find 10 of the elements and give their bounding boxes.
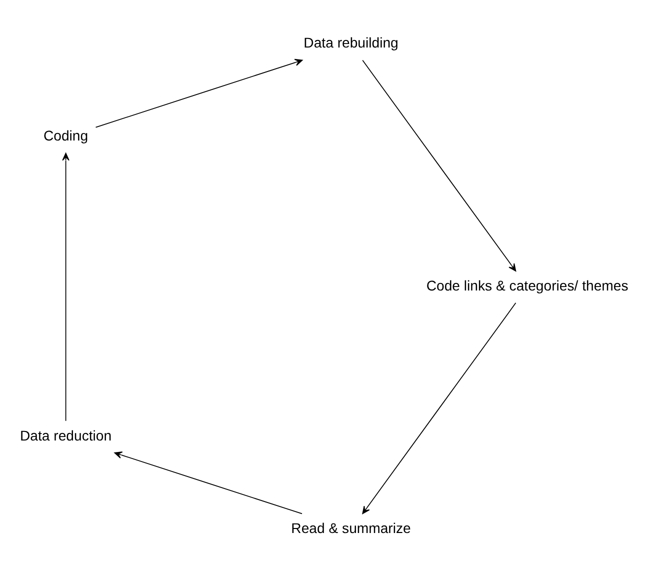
node-text: Read & summarize [291, 519, 411, 536]
node-text: Code links & categories/ themes [426, 276, 628, 293]
arrow [114, 451, 302, 514]
node-text: Data reduction [20, 426, 112, 443]
arrow [62, 152, 70, 421]
node-text: Data rebuilding [304, 34, 398, 50]
node-text: Coding [43, 126, 88, 143]
arrow [362, 302, 516, 514]
arrow [95, 58, 303, 128]
arrow [362, 59, 516, 271]
